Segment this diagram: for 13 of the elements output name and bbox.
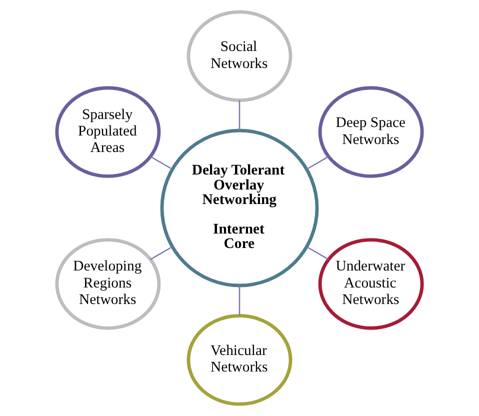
node-ellipse: Developing Regions Networks (55, 238, 161, 330)
connector (238, 100, 240, 130)
connector (238, 286, 240, 316)
node-ellipse: Sparsely Populated Areas (55, 86, 161, 178)
connector (306, 156, 329, 170)
node-circle: Delay Tolerant Overlay Networking Internet Core (160, 128, 319, 288)
connector (306, 246, 329, 260)
node-ellipse: Social Networks (186, 10, 292, 102)
connector (150, 156, 172, 170)
node-ellipse: Underwater Acoustic Networks (318, 238, 424, 330)
node-ellipse: Vehicular Networks (186, 314, 292, 406)
node-ellipse: Deep Space Networks (318, 86, 424, 178)
connector (150, 246, 172, 260)
